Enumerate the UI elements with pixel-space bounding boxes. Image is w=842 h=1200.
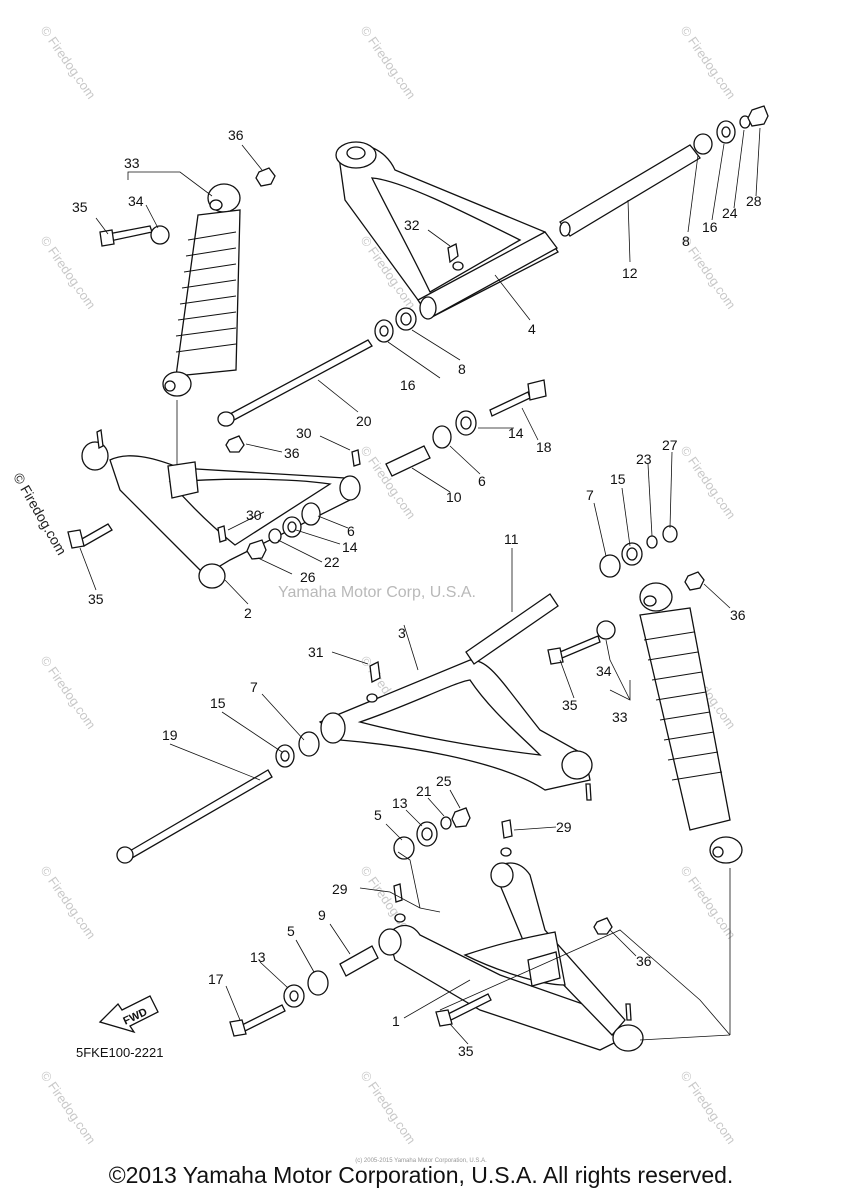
callout-label: 21 [416,783,432,799]
callout-label: 36 [730,607,746,623]
callout-label: 33 [612,709,628,725]
callout-label: 2 [244,605,252,621]
callout-label: 34 [128,193,144,209]
lower-arm-left [229,807,644,1052]
lower-arm-right [116,525,678,864]
callout-label: 27 [662,437,678,453]
callout-label: 28 [746,193,762,209]
watermark: © Firedog.com [678,1068,739,1147]
callout-label: 31 [308,644,324,660]
callout-label: 26 [300,569,316,585]
callout-label: 36 [636,953,652,969]
callout-label: 15 [610,471,626,487]
callout-label: 35 [562,697,578,713]
callout-numbers: 1 2 3 4 5 5 6 6 7 7 8 8 9 10 11 12 13 13… [72,127,762,1059]
center-watermark: Yamaha Motor Corp, U.S.A. [278,584,476,601]
callout-label: 30 [246,507,262,523]
bolt-20 [217,339,373,427]
callout-label: 22 [324,554,340,570]
watermark: © Firedog.com [358,1068,419,1147]
callout-label: 24 [722,205,738,221]
callout-label: 32 [404,217,420,233]
callout-label: 13 [392,795,408,811]
callout-label: 6 [478,473,486,489]
callout-label: 10 [446,489,462,505]
callout-label: 9 [318,907,326,923]
callout-label: 4 [528,321,536,337]
diagram-code: 5FKE100-2221 [76,1045,164,1060]
callout-label: 3 [398,625,406,641]
callout-label: 6 [347,523,355,539]
watermark: © Firedog.com [38,653,99,732]
callout-label: 35 [88,591,104,607]
forward-direction-arrow: FWD [98,995,159,1034]
callout-label: 5 [374,807,382,823]
watermark: © Firedog.com [38,233,99,312]
upper-arm-right [335,105,769,343]
watermark: © Firedog.com [678,443,739,522]
watermark: © Firedog.com [38,1068,99,1147]
callout-label: 29 [556,819,572,835]
callout-label: 8 [458,361,466,377]
callout-label: 35 [458,1043,474,1059]
callout-label: 12 [622,265,638,281]
callout-label: 8 [682,233,690,249]
callout-label: 5 [287,923,295,939]
callout-label: 7 [250,679,258,695]
callout-label: 11 [504,531,519,547]
callout-label: 17 [208,971,224,987]
callout-label: 15 [210,695,226,711]
callout-label: 14 [508,425,524,441]
shock-absorber-right [547,571,743,1035]
callout-label: 7 [586,487,594,503]
callout-label: 18 [536,439,552,455]
callout-label: 23 [636,451,652,467]
callout-label: 29 [332,881,348,897]
tiny-credit: (c) 2005-2015 Yamaha Motor Corporation, … [355,1158,487,1164]
callout-label: 1 [392,1013,400,1029]
callout-label: 33 [124,155,140,171]
watermark: © Firedog.com [38,863,99,942]
callout-label: 13 [250,949,266,965]
callout-label: 20 [356,413,372,429]
copyright-notice: ©2013 Yamaha Motor Corporation, U.S.A. A… [108,1162,734,1188]
callout-label: 36 [228,127,244,143]
callout-label: 30 [296,425,312,441]
upper-arm-left [67,379,547,589]
callout-label: 35 [72,199,88,215]
callout-label: 25 [436,773,452,789]
shock-absorber-left [99,167,276,465]
callout-label: 19 [162,727,178,743]
callout-label: 36 [284,445,300,461]
watermark: © Firedog.com [358,23,419,102]
callout-label: 16 [400,377,416,393]
callout-label: 34 [596,663,612,679]
watermark: © Firedog.com [678,23,739,102]
callout-label: 16 [702,219,718,235]
callout-label: 14 [342,539,358,555]
watermark: © Firedog.com [38,23,99,102]
leader-lines [79,127,761,1045]
